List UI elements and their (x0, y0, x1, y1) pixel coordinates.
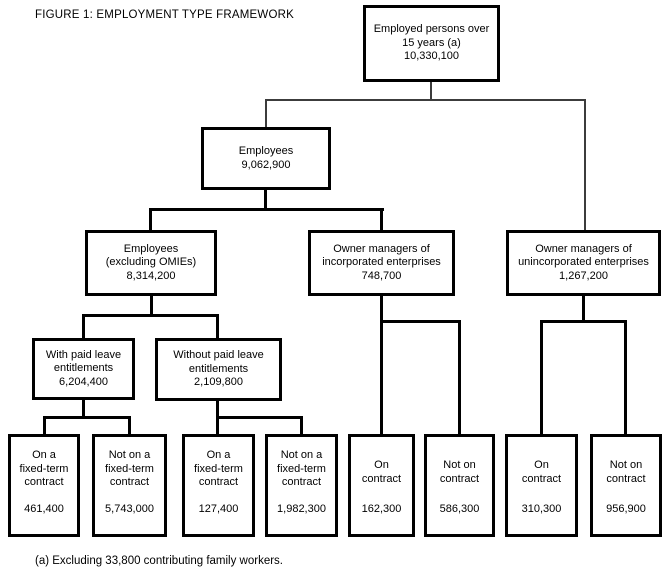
node-value: 9,062,900 (241, 158, 291, 171)
node-unincorporated-on-contract: On contract 310,300 (505, 434, 578, 537)
connector-to-with-paid-leave (82, 314, 85, 338)
connector-unincorporated-down (582, 296, 585, 323)
node-value: 1,982,300 (277, 502, 326, 515)
connector-to-uninc-not-on-contract (624, 320, 627, 434)
connector-unincorporated-horizontal (540, 320, 627, 323)
node-value: 2,109,800 (194, 376, 243, 389)
connector-root-horizontal (265, 99, 586, 101)
node-value: 6,204,400 (59, 375, 108, 388)
connector-to-wpl-not-fixed (128, 416, 131, 434)
node-value: 10,330,100 (403, 50, 460, 63)
connector-to-unincorporated (584, 99, 586, 230)
node-value: 956,900 (606, 502, 646, 515)
node-employees-excluding-omies: Employees (excluding OMIEs) 8,314,200 (85, 230, 217, 296)
connector-excl-omies-horizontal (82, 314, 219, 317)
connector-employees-down (264, 190, 267, 211)
node-label: Employed persons over 15 years (a) (373, 23, 490, 49)
node-owner-managers-incorporated: Owner managers of incorporated enterpris… (308, 230, 455, 296)
node-value: 748,700 (361, 269, 402, 282)
connector-to-inc-not-on-contract (458, 320, 461, 434)
connector-employees-horizontal (149, 208, 384, 211)
connector-to-wopl-not-fixed (300, 416, 303, 434)
connector-wpl-down (82, 400, 85, 416)
node-label: Not on contract (606, 459, 646, 485)
node-value: 586,300 (439, 502, 480, 515)
node-label: On a fixed-term contract (19, 449, 69, 488)
connector-to-employees (265, 99, 267, 127)
node-wopl-not-on-fixed-term-contract: Not on a fixed-term contract 1,982,300 (265, 434, 338, 537)
connector-to-wpl-fixed (43, 416, 46, 434)
connector-incorporated-down (380, 296, 383, 434)
node-value: 5,743,000 (105, 502, 154, 515)
node-label: On contract (361, 459, 402, 485)
connector-incorporated-horizontal (380, 320, 461, 323)
node-label: Not on contract (439, 459, 480, 485)
connector-to-incorporated (380, 208, 383, 230)
node-wopl-on-fixed-term-contract: On a fixed-term contract 127,400 (182, 434, 255, 537)
footnote: (a) Excluding 33,800 contributing family… (35, 555, 284, 567)
node-incorporated-not-on-contract: Not on contract 586,300 (424, 434, 495, 537)
node-incorporated-on-contract: On contract 162,300 (348, 434, 415, 537)
node-label: With paid leave entitlements (45, 348, 122, 375)
node-value: 8,314,200 (126, 269, 176, 282)
node-label: Owner managers of unincorporated enterpr… (518, 242, 649, 269)
node-value: 310,300 (521, 502, 562, 515)
node-employed-persons: Employed persons over 15 years (a) 10,33… (363, 5, 500, 82)
node-label: Employees (excluding OMIEs) (105, 242, 197, 269)
figure-title: FIGURE 1: EMPLOYMENT TYPE FRAMEWORK (35, 9, 294, 21)
connector-to-uninc-on-contract (540, 320, 543, 434)
node-employees: Employees 9,062,900 (201, 127, 331, 190)
node-with-paid-leave: With paid leave entitlements 6,204,400 (32, 338, 135, 400)
connector-to-excl-omies (149, 208, 152, 230)
node-value: 461,400 (24, 502, 64, 515)
node-label: Not on a fixed-term contract (105, 449, 154, 488)
node-label: Not on a fixed-term contract (277, 449, 326, 488)
connector-wopl-horizontal (216, 416, 303, 419)
node-unincorporated-not-on-contract: Not on contract 956,900 (590, 434, 662, 537)
node-label: Owner managers of incorporated enterpris… (322, 242, 441, 269)
node-without-paid-leave: Without paid leave entitlements 2,109,80… (155, 338, 282, 401)
node-wpl-not-on-fixed-term-contract: Not on a fixed-term contract 5,743,000 (92, 434, 167, 537)
node-owner-managers-unincorporated: Owner managers of unincorporated enterpr… (506, 230, 661, 296)
node-label: Employees (238, 145, 294, 157)
connector-root-down (430, 82, 432, 100)
node-value: 162,300 (361, 502, 402, 515)
node-wpl-on-fixed-term-contract: On a fixed-term contract 461,400 (8, 434, 80, 537)
node-value: 1,267,200 (559, 269, 608, 282)
node-label: On contract (521, 459, 562, 485)
connector-excl-omies-down (150, 296, 153, 317)
node-value: 127,400 (198, 502, 239, 515)
connector-wpl-horizontal (43, 416, 131, 419)
node-label: On a fixed-term contract (194, 449, 243, 488)
node-label: Without paid leave entitlements (173, 349, 264, 375)
connector-to-without-paid-leave (216, 314, 219, 338)
